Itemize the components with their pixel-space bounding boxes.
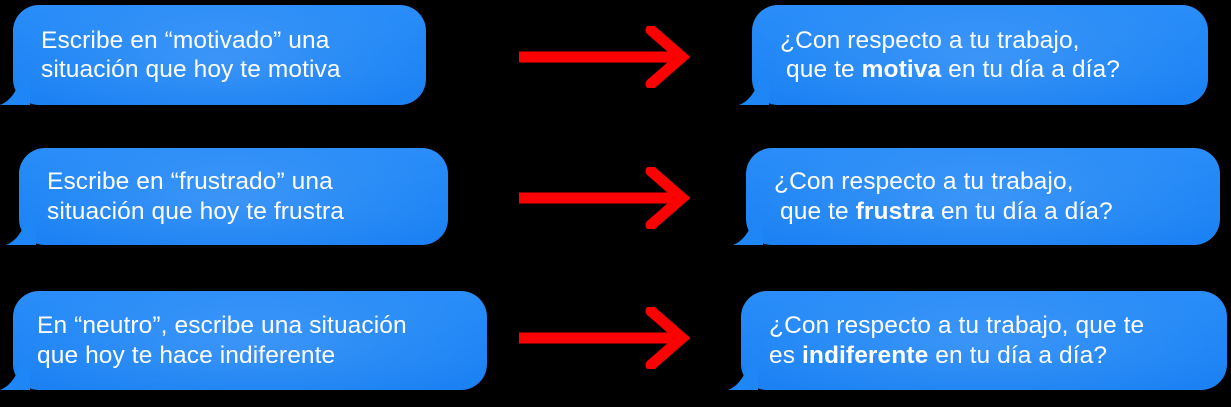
question-line-2-pre: que te [780,197,856,225]
bubble-tail-icon [0,361,32,391]
question-line-2: que te frustra en tu día a día? [774,197,1198,226]
arrow-right-icon-row-2 [515,167,695,229]
question-line-2-post: en tu día a día? [941,56,1120,83]
question-line-1: ¿Con respecto a tu trabajo, [780,26,1080,54]
prompt-line-2: situación que hoy te motiva [41,56,341,83]
question-keyword: indiferente [801,341,929,369]
question-line-2: que te motiva en tu día a día? [780,55,1186,84]
question-bubble-neutro[interactable]: ¿Con respecto a tu trabajo, que te es in… [728,291,1227,390]
prompt-bubble-neutro[interactable]: En “neutro”, escribe una situación que h… [0,291,487,390]
question-line-2-post: en tu día a día? [933,197,1113,225]
prompt-line-1: Escribe en “frustrado” una [47,168,333,196]
bubble-tail-icon [0,76,32,106]
arrow-right-icon-row-1 [515,26,695,88]
question-bubble-frustrado[interactable]: ¿Con respecto a tu trabajo, que te frust… [733,148,1220,245]
bubble-tail-icon [733,216,765,246]
question-keyword: motiva [861,56,942,83]
question-line-2-post: en tu día a día? [928,341,1108,369]
bubble-tail-icon [728,361,760,391]
question-line-1: ¿Con respecto a tu trabajo, [774,168,1074,196]
question-bubble-motivado[interactable]: ¿Con respecto a tu trabajo, que te motiv… [739,5,1208,105]
question-line-1: ¿Con respecto a tu trabajo, que te [769,312,1145,340]
question-line-2: es indiferente en tu día a día? [769,341,1207,370]
prompt-line-1: En “neutro”, escribe una situación [37,312,407,340]
question-line-2-pre: es [769,341,802,369]
prompt-bubble-frustrado[interactable]: Escribe en “frustrado” una situación que… [6,148,448,245]
prompt-line-2: situación que hoy te frustra [47,197,344,225]
question-keyword: frustra [855,197,934,225]
prompt-bubble-motivado[interactable]: Escribe en “motivado” una situación que … [0,5,426,105]
arrow-right-icon-row-3 [515,307,695,369]
prompt-line-1: Escribe en “motivado” una [41,26,330,54]
bubble-tail-icon [6,216,38,246]
bubble-tail-icon [739,76,771,106]
question-line-2-pre: que te [786,56,862,83]
prompt-line-2: que hoy te hace indiferente [37,341,336,369]
